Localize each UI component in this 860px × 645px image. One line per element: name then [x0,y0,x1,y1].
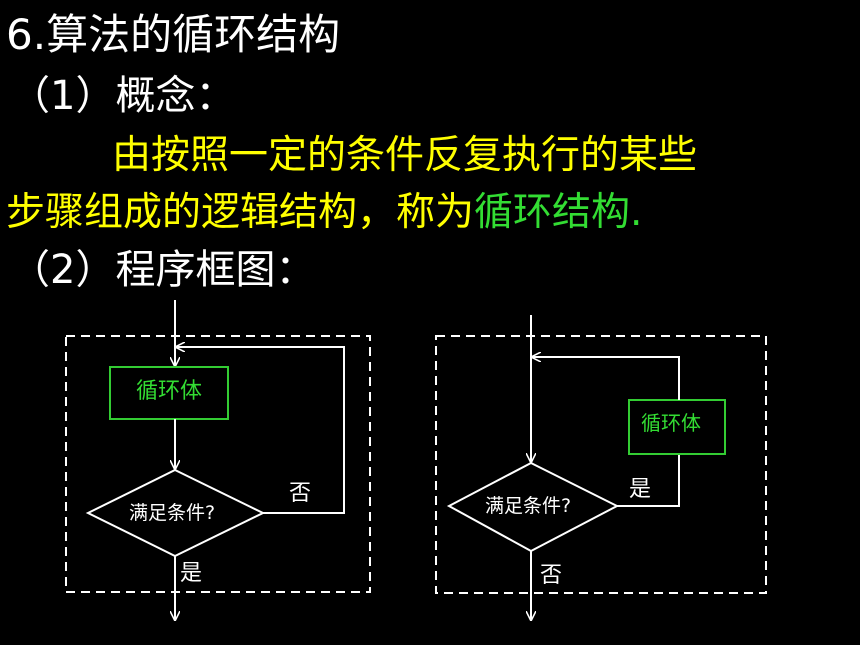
definition-prefix: 步骤组成的逻辑结构，称为 [6,190,475,235]
right-yes-branch [617,454,680,507]
right-dashed-frame [435,335,767,594]
slide-title: 6.算法的循环结构 [6,10,341,59]
left-decision-label: 满足条件? [129,502,215,524]
definition-period: . [630,190,643,235]
definition-line-1: 由按照一定的条件反复执行的某些 [112,133,698,178]
left-yes-label: 是 [180,561,202,586]
right-loopback-arrow [532,357,680,400]
diagram-left: 循环体 满足条件? 否 是 [65,300,371,620]
right-loop-body-box [628,399,726,455]
definition-line-2: 步骤组成的逻辑结构，称为循环结构. [6,193,642,232]
left-dashed-frame [65,335,371,593]
flowchart-heading: （2）程序框图： [10,247,316,293]
right-no-label: 否 [540,563,562,588]
left-loop-body-box [109,366,229,420]
definition-term: 循环结构 [474,190,631,235]
left-no-label: 否 [289,481,311,506]
concept-heading: （1）概念： [10,73,236,119]
left-no-loopback-arrow [176,347,345,514]
diagram-right: 满足条件? 是 循环体 否 [435,315,767,620]
left-loop-body-label: 循环体 [136,379,202,404]
right-decision-label: 满足条件? [485,495,571,517]
right-loop-body-label: 循环体 [641,411,701,435]
right-yes-label: 是 [629,477,651,502]
